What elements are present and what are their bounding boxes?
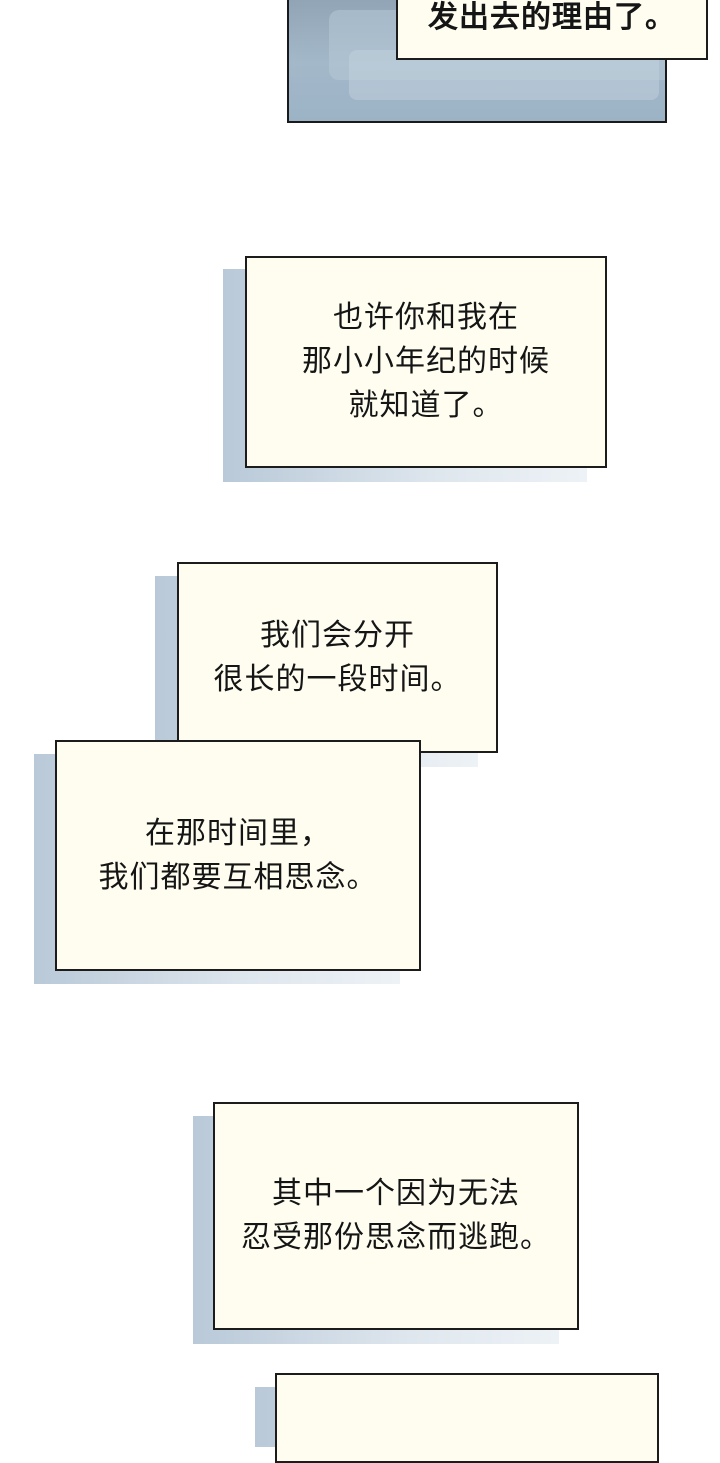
caption-line: 忍受那份思念而逃跑。 bbox=[241, 1220, 551, 1255]
caption-line: 我们会分开 bbox=[260, 617, 415, 653]
caption-box: 我们会分开 很长的一段时间。 bbox=[177, 562, 498, 753]
caption-line: 就知道了。 bbox=[348, 388, 504, 423]
caption-box bbox=[275, 1373, 659, 1463]
caption-line: 很长的一段时间。 bbox=[213, 661, 462, 697]
caption-line: 其中一个因为无法 bbox=[272, 1176, 520, 1211]
caption-line: 我们都要互相思念。 bbox=[98, 859, 378, 895]
caption-line: 那小小年纪的时候 bbox=[302, 344, 550, 379]
caption-box: 也许你和我在 那小小年纪的时候 就知道了。 bbox=[245, 256, 607, 468]
caption-box: 其中一个因为无法 忍受那份思念而逃跑。 bbox=[213, 1102, 579, 1330]
caption-line: 发出去的理由了。 bbox=[428, 0, 676, 35]
caption-line: 也许你和我在 bbox=[333, 300, 519, 335]
caption-line: 在那时间里， bbox=[145, 815, 331, 851]
caption-box: 在那时间里， 我们都要互相思念。 bbox=[55, 740, 421, 971]
caption-box: 发出去的理由了。 bbox=[396, 0, 708, 60]
